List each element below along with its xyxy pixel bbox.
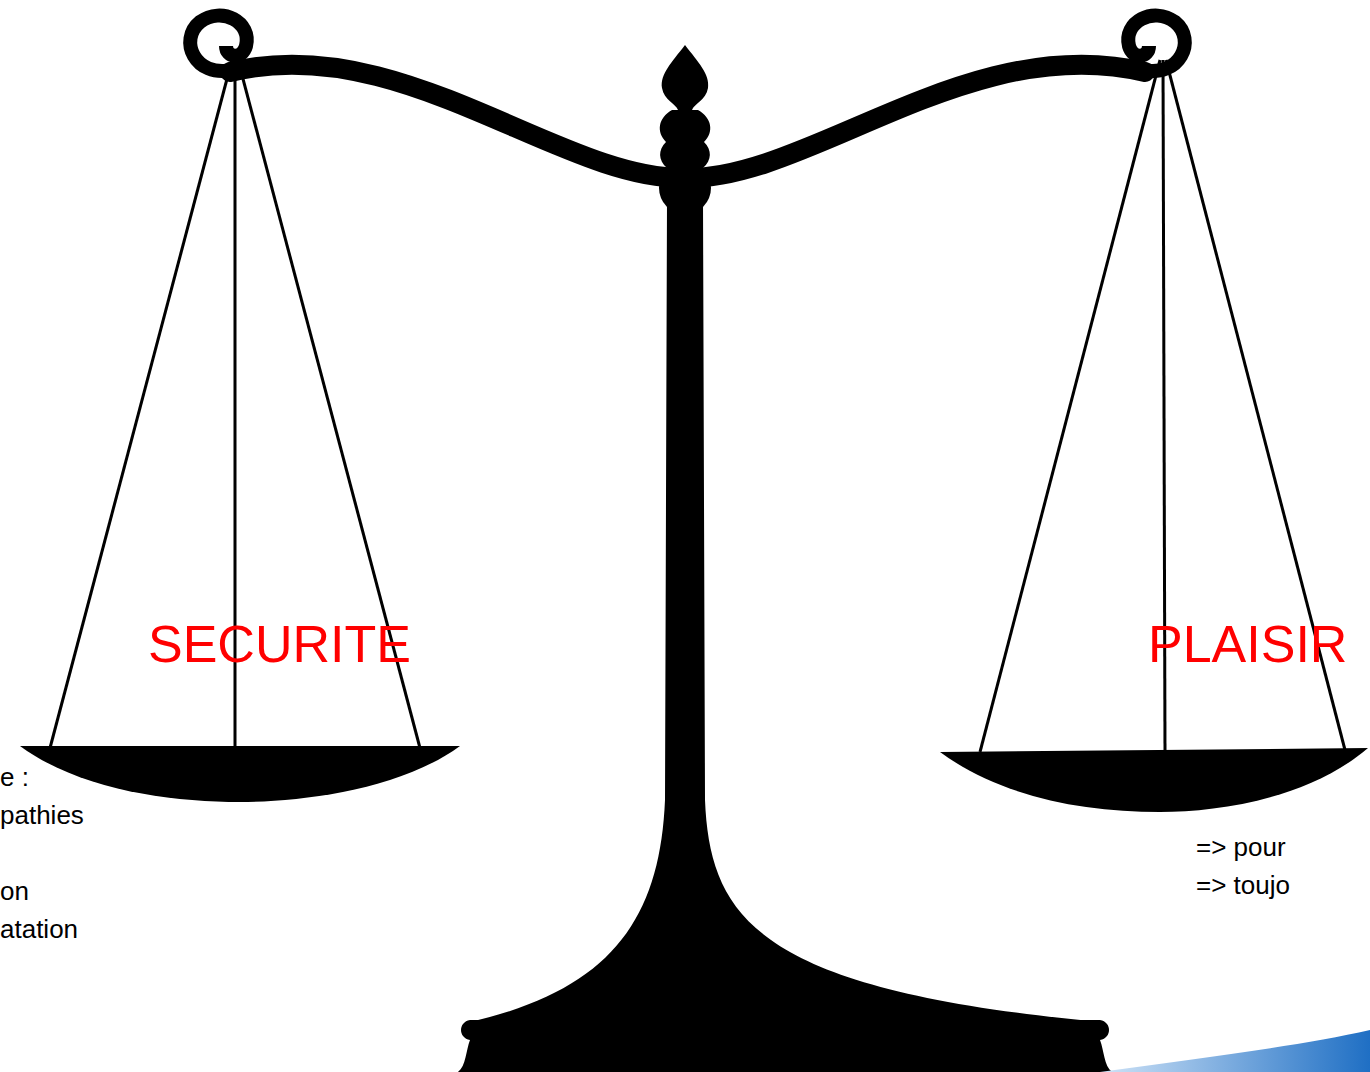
beam: [230, 65, 1145, 178]
note-text: => pour: [1196, 834, 1286, 860]
note-text: atation: [0, 916, 78, 942]
note-text: => toujo: [1196, 872, 1290, 898]
note-text: pathies: [0, 802, 84, 828]
finial-knob: [660, 110, 711, 168]
column: [470, 200, 1100, 1022]
note-text: e :: [0, 764, 29, 790]
left-strings: [50, 60, 420, 748]
pan-label: PLAISIR: [1148, 618, 1347, 670]
pan-label: SECURITE: [148, 618, 411, 670]
finial: [662, 45, 708, 110]
right-curl: [1128, 16, 1185, 72]
slide-swoosh: [1100, 1030, 1370, 1072]
base: [458, 1020, 1112, 1072]
right-pan: [940, 748, 1368, 812]
note-text: on: [0, 878, 29, 904]
left-pan: [20, 746, 460, 802]
